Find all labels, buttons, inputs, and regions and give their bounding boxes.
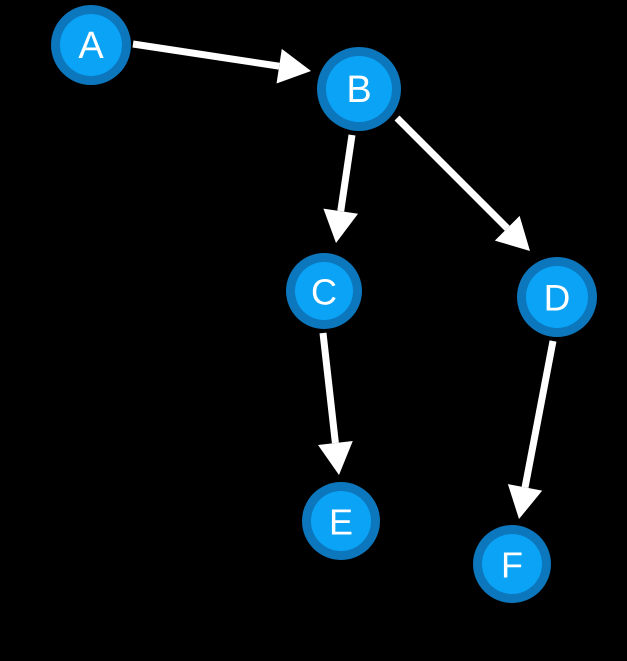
arrowhead-icon-b-c xyxy=(323,208,359,243)
graph-node-a[interactable]: A xyxy=(51,5,131,85)
node-label-c: C xyxy=(311,272,337,313)
node-fill-f xyxy=(482,534,542,594)
node-fill-d xyxy=(526,266,588,328)
node-label-b: B xyxy=(346,69,371,111)
edge-line-a-b xyxy=(132,40,280,70)
graph-node-f[interactable]: F xyxy=(473,525,551,603)
arrowhead-icon-d-f xyxy=(507,484,543,519)
graph-edge-b-d[interactable] xyxy=(394,115,530,251)
graph-edge-b-c[interactable] xyxy=(323,134,359,243)
arrowhead-icon-b-d xyxy=(494,215,530,251)
graph-node-e[interactable]: E xyxy=(302,482,380,560)
edges-layer xyxy=(132,40,557,519)
node-fill-e xyxy=(311,491,371,551)
graph-edge-c-e[interactable] xyxy=(318,332,353,475)
node-label-e: E xyxy=(329,502,353,543)
node-label-a: A xyxy=(78,25,104,67)
graph-edge-a-b[interactable] xyxy=(132,40,311,84)
graph-edge-d-f[interactable] xyxy=(507,340,557,519)
node-fill-a xyxy=(60,14,122,76)
nodes-layer: A B C D E F xyxy=(51,5,597,603)
edge-line-b-d xyxy=(394,115,510,231)
graph-node-b[interactable]: B xyxy=(317,47,401,131)
edge-line-d-f xyxy=(521,340,557,489)
graph-node-c[interactable]: C xyxy=(286,253,362,329)
graph-node-d[interactable]: D xyxy=(517,257,597,337)
arrowhead-icon-a-b xyxy=(276,48,311,84)
edge-line-b-c xyxy=(337,134,356,212)
node-label-f: F xyxy=(501,545,523,586)
node-fill-c xyxy=(295,262,353,320)
edge-line-c-e xyxy=(319,332,339,444)
arrowhead-icon-c-e xyxy=(318,441,353,475)
node-label-d: D xyxy=(544,278,571,319)
node-fill-b xyxy=(326,56,392,122)
